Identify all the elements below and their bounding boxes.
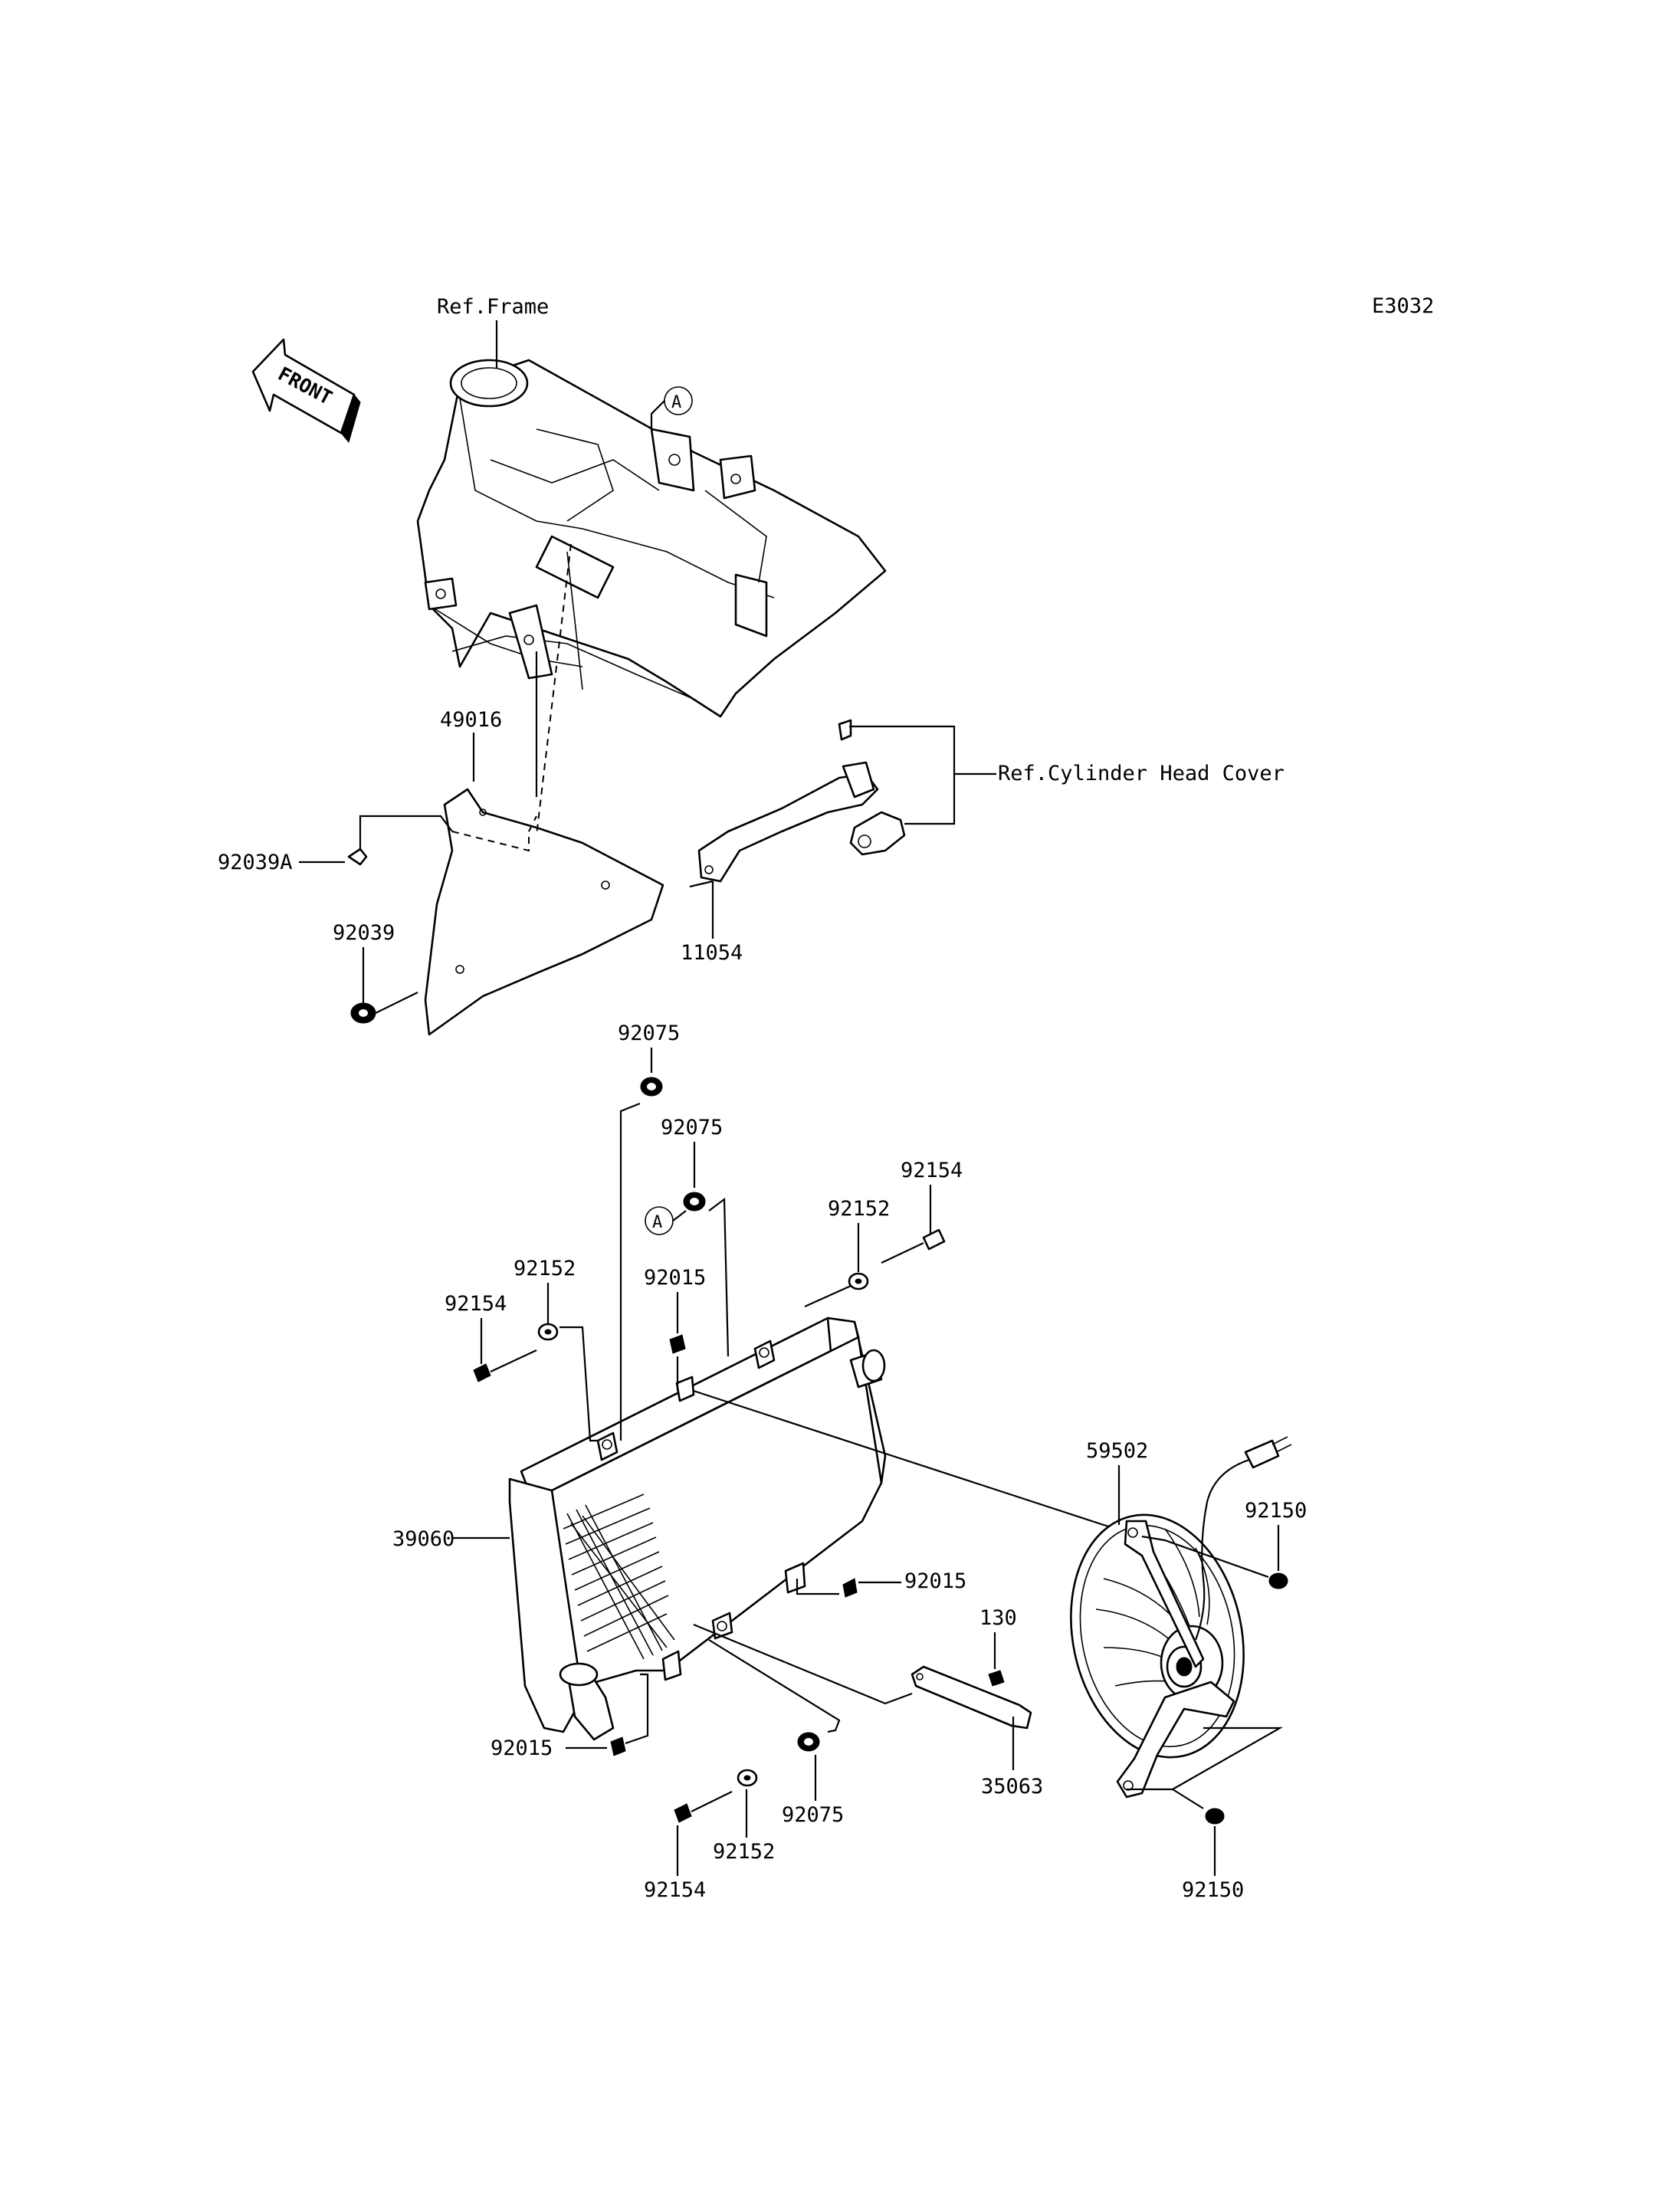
clip-92015-bottom — [610, 1736, 626, 1756]
part-label-92154-right: 92154 — [901, 1159, 963, 1182]
part-label-92015-right: 92015 — [904, 1569, 966, 1593]
part-label-92152-right: 92152 — [828, 1197, 890, 1221]
part-label-92150-bottom: 92150 — [1182, 1878, 1244, 1902]
fan-59502 — [1070, 1436, 1292, 1799]
part-label-92152-bottom: 92152 — [713, 1840, 775, 1864]
part-label-92152-left: 92152 — [514, 1257, 576, 1280]
ref-cylinder-head-cover-label: Ref.Cylinder Head Cover — [998, 762, 1285, 785]
bolt-92154-bottom — [674, 1791, 733, 1823]
screw-130 — [988, 1670, 1005, 1687]
radiator-39060 — [508, 1317, 887, 1741]
part-label-92015-bottom: 92015 — [491, 1736, 553, 1760]
grommet-92075-top — [640, 1077, 663, 1097]
bolt-92150-bottom — [1205, 1808, 1225, 1825]
part-label-92075-mid: 92075 — [661, 1116, 723, 1139]
clip-92015-right — [842, 1578, 858, 1598]
part-label-130: 130 — [979, 1606, 1017, 1630]
frame-illustration — [416, 359, 887, 718]
part-label-92075-bottom: 92075 — [782, 1803, 844, 1827]
bracket-11054 — [697, 719, 906, 883]
part-label-11054: 11054 — [681, 941, 743, 965]
part-label-59502: 59502 — [1086, 1439, 1148, 1463]
collar-92152-bottom — [737, 1769, 758, 1787]
grommet-92075-mid — [683, 1192, 706, 1212]
diagram-code: E3032 — [1372, 294, 1434, 318]
callout-a-bottom: A — [652, 1213, 662, 1232]
screw-92039a — [347, 848, 368, 866]
radiator-fins — [563, 1494, 675, 1660]
part-label-92150-top: 92150 — [1245, 1499, 1307, 1523]
bolt-92150-top — [1268, 1572, 1288, 1589]
ref-frame-label: Ref.Frame — [437, 295, 549, 319]
nut-92039 — [350, 1002, 376, 1024]
front-arrow-icon: FRONT — [251, 338, 361, 444]
collar-92152-left — [537, 1323, 559, 1341]
part-label-92154-left: 92154 — [445, 1292, 507, 1316]
collar-92152-right — [848, 1272, 869, 1290]
part-label-92154-bottom: 92154 — [644, 1878, 706, 1902]
part-label-92039: 92039 — [333, 921, 395, 945]
part-label-92039a: 92039A — [218, 851, 293, 874]
part-label-92015-top: 92015 — [644, 1266, 706, 1290]
callout-a-top: A — [671, 393, 681, 412]
part-label-92075-top: 92075 — [618, 1021, 680, 1045]
shroud-49016 — [424, 543, 664, 1036]
part-label-39060: 39060 — [392, 1527, 454, 1551]
part-label-49016: 49016 — [440, 708, 502, 732]
bolt-92154-right — [881, 1228, 946, 1264]
clip-92015-top — [669, 1334, 686, 1354]
grommet-92075-bottom — [797, 1732, 820, 1752]
part-label-35063: 35063 — [981, 1775, 1043, 1799]
bracket-35063 — [911, 1665, 1032, 1730]
bolt-92154-left — [473, 1349, 537, 1382]
